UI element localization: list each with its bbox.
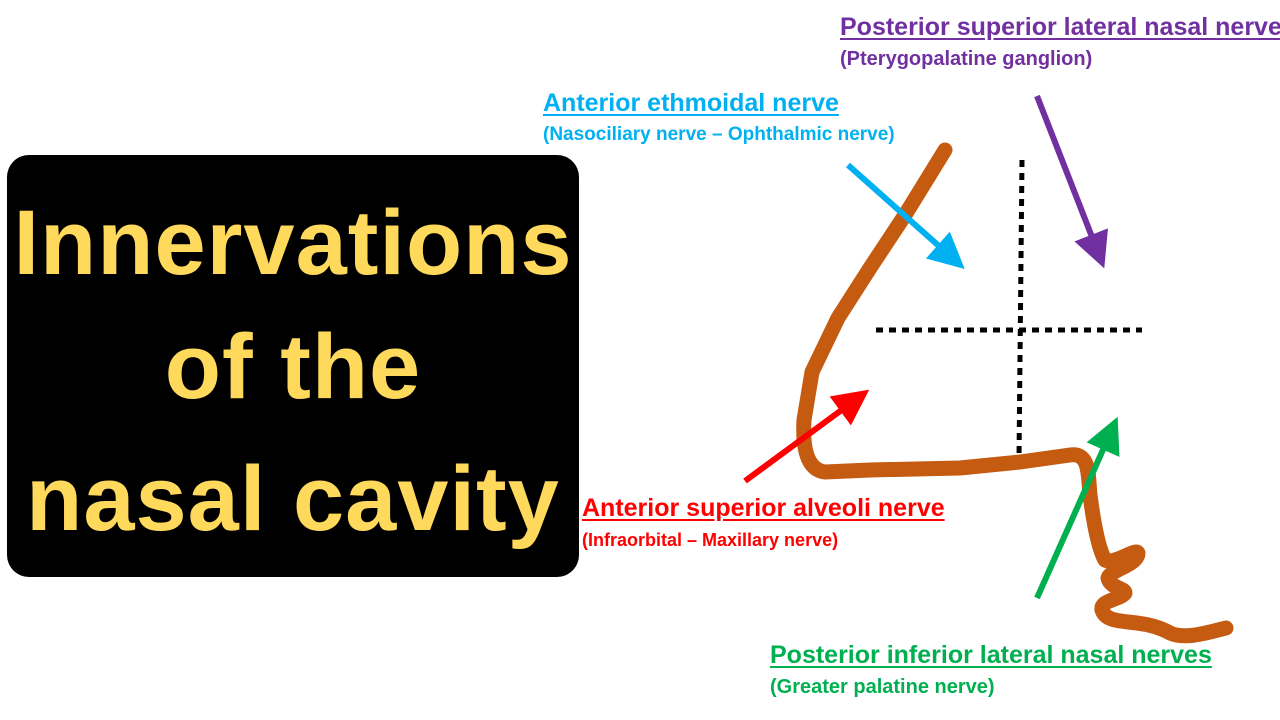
label-anterior-superior-alveolar: Anterior superior alveoli nerve (Infraor…	[582, 493, 945, 553]
arrow-posterior-superior-lateral	[1034, 94, 1108, 269]
arrow-posterior-inferior-lateral	[1034, 416, 1120, 600]
vertical-dotted-divider	[1016, 159, 1025, 459]
title-panel: Innervations of the nasal cavity	[7, 155, 579, 577]
nasal-cavity-outline	[796, 142, 1234, 644]
label-posterior-inferior-lateral-name: Posterior inferior lateral nasal nerves	[770, 641, 1212, 669]
label-anterior-superior-alveolar-name: Anterior superior alveoli nerve	[582, 494, 945, 522]
title-line-2: of the	[164, 316, 422, 418]
label-anterior-ethmoidal: Anterior ethmoidal nerve (Nasociliary ne…	[543, 88, 895, 148]
label-posterior-inferior-lateral-source: (Greater palatine nerve)	[770, 676, 995, 698]
label-anterior-ethmoidal-name: Anterior ethmoidal nerve	[543, 89, 839, 117]
title-line-1: Innervations	[13, 192, 573, 294]
arrow-anterior-superior-alveolar	[743, 389, 870, 484]
label-posterior-superior-lateral-name: Posterior superior lateral nasal nerves	[840, 13, 1280, 41]
label-anterior-ethmoidal-source: (Nasociliary nerve – Ophthalmic nerve)	[543, 124, 895, 145]
arrow-anterior-ethmoidal	[846, 162, 965, 269]
label-posterior-superior-lateral: Posterior superior lateral nasal nerves …	[840, 12, 1280, 72]
label-posterior-inferior-lateral: Posterior inferior lateral nasal nerves …	[770, 640, 1212, 700]
label-posterior-superior-lateral-source: (Pterygopalatine ganglion)	[840, 48, 1093, 70]
label-anterior-superior-alveolar-source: (Infraorbital – Maxillary nerve)	[582, 530, 839, 550]
title-line-3: nasal cavity	[26, 448, 560, 550]
